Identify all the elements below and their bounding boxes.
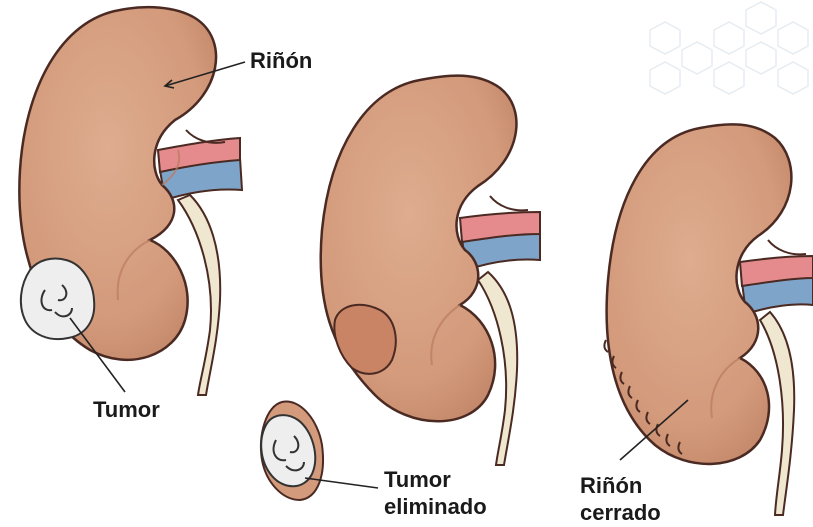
label-tumor-text: Tumor [93,396,160,423]
hexagon-pattern [650,2,808,94]
kidney-with-tumor [19,7,242,395]
label-kidney: Riñón [250,47,312,74]
kidney-tumor-removed [321,76,540,465]
label-closed-kidney-line1: Riñón [580,472,661,499]
removed-tumor [261,402,323,500]
label-kidney-text: Riñón [250,47,312,74]
tumor [21,258,94,339]
label-closed-kidney: Riñón cerrado [580,472,661,526]
excision-site [334,305,395,374]
label-closed-kidney-line2: cerrado [580,499,661,526]
label-tumor-removed: Tumor eliminado [384,466,487,520]
label-tumor: Tumor [93,396,160,423]
kidney-closed [604,124,813,515]
label-tumor-removed-line1: Tumor [384,466,487,493]
label-tumor-removed-line2: eliminado [384,493,487,520]
